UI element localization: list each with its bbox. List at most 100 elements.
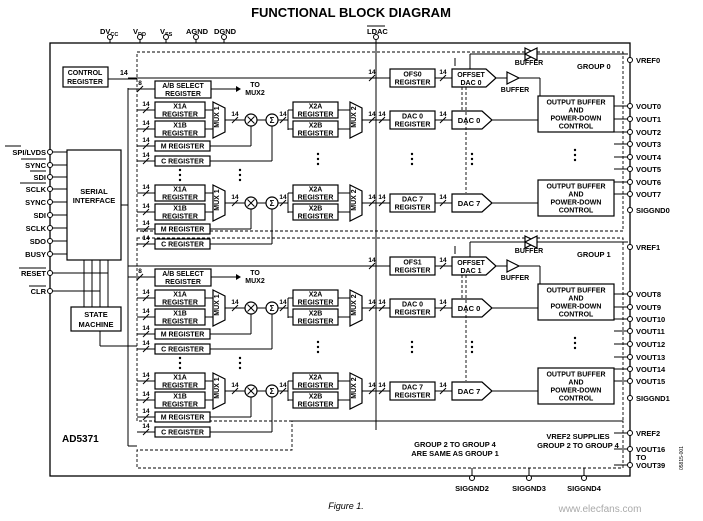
pin-vout14-label: VOUT14	[636, 365, 666, 374]
pin-vout39-label: VOUT39	[636, 461, 665, 470]
bus-width-label: 14	[439, 194, 447, 201]
buffer-label: BUFFER	[501, 87, 529, 94]
ellipsis-dot	[470, 162, 474, 166]
pin-vout4-label: VOUT4	[636, 153, 662, 162]
pin-vout16	[627, 446, 633, 452]
ellipsis-dot	[238, 168, 242, 172]
bus-width-label: 14	[142, 325, 150, 332]
bus-width-label: 14	[439, 69, 447, 76]
bus-width-label: 14	[142, 120, 150, 127]
c-register-label: C REGISTER	[161, 159, 204, 166]
output-buffer-block	[537, 95, 615, 133]
pin-vref0	[627, 57, 633, 63]
pin-siggnd1	[627, 395, 633, 401]
pin-dvcc-label: DVCC	[100, 27, 118, 38]
pin-vout8	[627, 291, 633, 297]
output-buffer-block	[537, 283, 615, 321]
watermark: www.elecfans.com	[558, 504, 642, 515]
pin-vout8-label: VOUT8	[636, 290, 661, 299]
pin-vout5-label: VOUT5	[636, 165, 661, 174]
bus-label: 14	[120, 70, 128, 77]
ellipsis-dot	[316, 162, 320, 166]
pin-siggnd3-label: SIGGND3	[512, 484, 546, 493]
offset-buffer	[506, 259, 521, 273]
c-register-label: C REGISTER	[161, 347, 204, 354]
output-buffer-block	[537, 179, 615, 217]
state-machine-block	[70, 306, 122, 332]
chip-outline	[49, 42, 631, 477]
mux2-label: MUX 2	[351, 294, 358, 316]
ellipsis-dot	[573, 346, 577, 350]
bus-width-label: 14	[368, 382, 376, 389]
pin-spi-lvds-label: SPI/LVDS	[12, 148, 46, 157]
bus-width-label: 8	[138, 80, 142, 87]
left-pins: SPI/LVDS SYNC SDI SCLK SYNC SDI SCLK SDO…	[5, 145, 47, 296]
bus-width-label: 14	[279, 382, 287, 389]
bus-width-label: 14	[142, 203, 150, 210]
ellipsis-dot	[178, 366, 182, 370]
ellipsis-dot	[410, 350, 414, 354]
group1-label: GROUP 1	[577, 250, 611, 259]
pin-vout13-label: VOUT13	[636, 353, 665, 362]
pin-vref1	[627, 244, 633, 250]
ellipsis-dot	[573, 153, 577, 157]
pin-vout9-label: VOUT9	[636, 303, 661, 312]
bus-width-label: 8	[138, 268, 142, 275]
offset-dac	[451, 68, 497, 88]
mux1-label: MUX 1	[214, 377, 221, 399]
ellipsis-dot	[470, 157, 474, 161]
dac	[451, 193, 493, 213]
ellipsis-dot	[178, 178, 182, 182]
bus-width-label: 14	[142, 220, 150, 227]
pin-busy-label: BUSY	[25, 250, 46, 259]
pin-vout7-label: VOUT7	[636, 190, 661, 199]
mux2	[349, 289, 363, 327]
pin-vout14	[627, 366, 633, 372]
bus-width-label: 14	[142, 408, 150, 415]
pin-vout1-label: VOUT1	[636, 115, 661, 124]
pin-vref2	[627, 430, 633, 436]
right-pins: VREF0VOUT0VOUT1VOUT2VOUT3VOUT4VOUT5VOUT6…	[627, 56, 670, 470]
pin-siggnd1-label: SIGGND1	[636, 394, 670, 403]
group2-region	[136, 420, 624, 469]
pin-vout16-label: VOUT16	[636, 445, 665, 454]
buffer-label: BUFFER	[515, 248, 543, 255]
ellipsis-dot	[410, 152, 414, 156]
bus-width-label: 14	[231, 111, 239, 118]
ellipsis-dot	[573, 336, 577, 340]
mux1-label: MUX 1	[214, 106, 221, 128]
pin-vout0	[627, 103, 633, 109]
bus-width-label: 14	[142, 391, 150, 398]
pin-agnd-label: AGND	[186, 27, 209, 36]
pin-vout4	[627, 154, 633, 160]
ellipsis-dot	[470, 345, 474, 349]
sigma-symbol: Σ	[270, 304, 275, 313]
bus-width-label: 14	[231, 299, 239, 306]
pin-siggnd2-label: SIGGND2	[455, 484, 489, 493]
pin-sync-label: SYNC	[25, 161, 46, 170]
mux1	[212, 372, 226, 410]
bottom-pins: SIGGND2 SIGGND3 SIGGND4	[455, 468, 602, 493]
pin-vout3-label: VOUT3	[636, 140, 661, 149]
bus-width-label: 14	[439, 382, 447, 389]
pin-vout7	[627, 191, 633, 197]
ellipsis-dot	[410, 157, 414, 161]
bus-width-label: 14	[439, 257, 447, 264]
mux1-label: MUX 1	[214, 294, 221, 316]
group0-label: GROUP 0	[577, 62, 611, 71]
c-register-label: C REGISTER	[161, 430, 204, 437]
bus-width-label: 14	[142, 372, 150, 379]
